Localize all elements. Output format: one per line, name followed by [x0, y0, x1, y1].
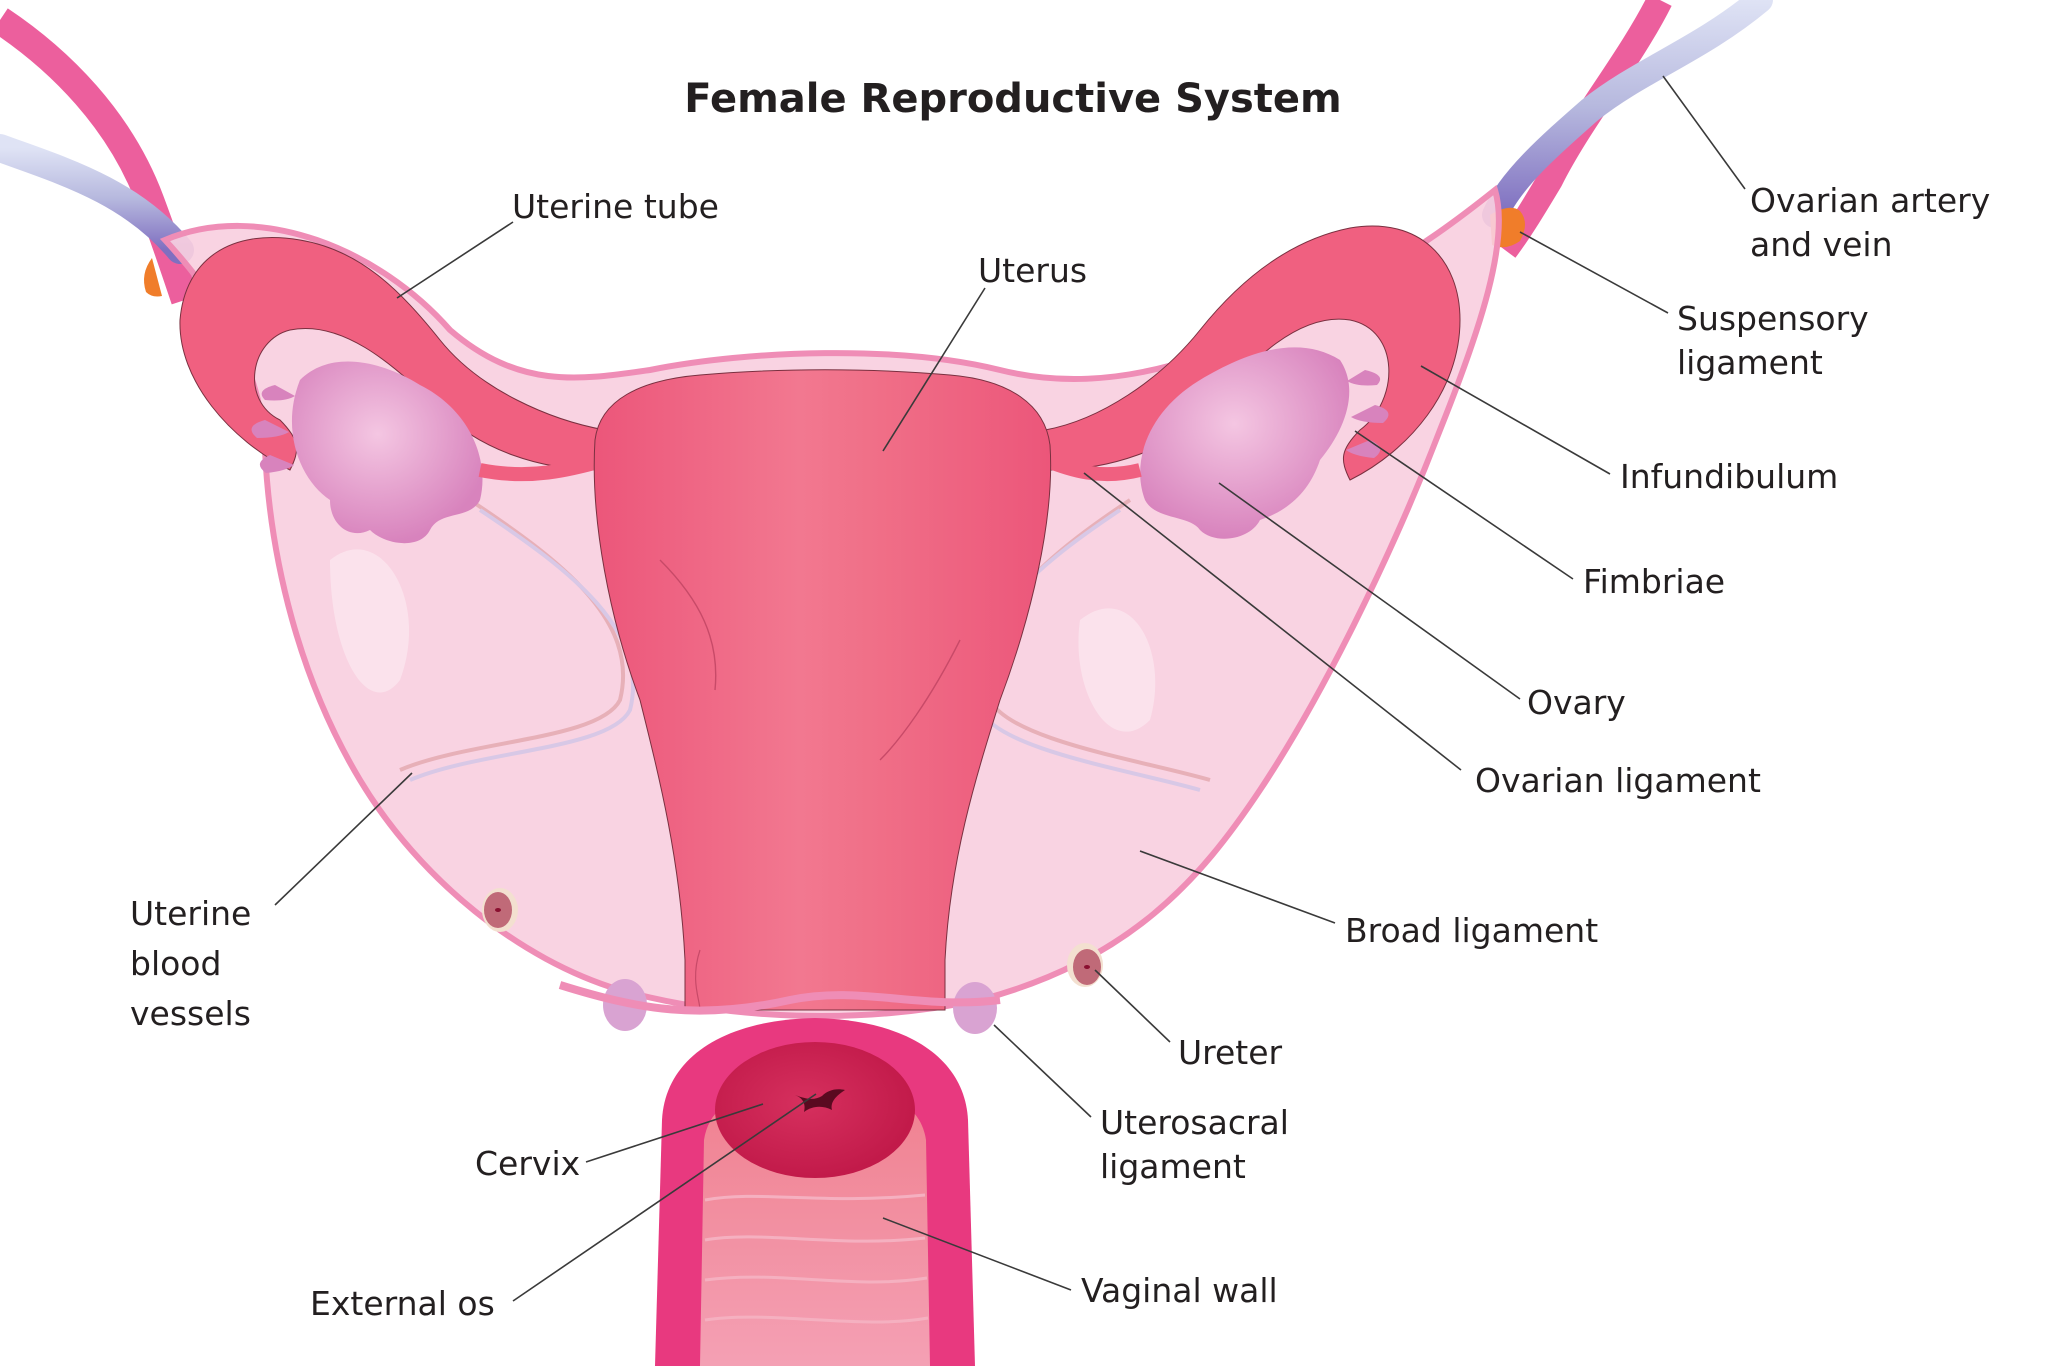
cervix: [715, 1042, 915, 1178]
label-infundibulum: Infundibulum: [1620, 457, 1838, 496]
label-suspensory-ligament: Suspensory ligament: [1677, 299, 1879, 382]
label-uterine-tube: Uterine tube: [512, 187, 719, 226]
label-ovarian-ligament: Ovarian ligament: [1475, 761, 1761, 800]
broad-ligament-edge: [558, 981, 1001, 1015]
vaginal-rugae: [704, 1193, 929, 1324]
left-ovarian-artery: [0, 8, 199, 305]
vagina: [655, 1018, 975, 1366]
label-cervix: Cervix: [475, 1144, 580, 1183]
left-ovarian-vein: [0, 134, 194, 264]
label-fimbriae: Fimbriae: [1583, 562, 1725, 601]
right-ureter: [1067, 943, 1103, 987]
left-ovarian-ligament: [478, 453, 607, 482]
label-uterus: Uterus: [978, 251, 1087, 290]
label-ovarian-artery-vein: Ovarian artery and vein: [1750, 181, 2001, 264]
left-ureter: [482, 888, 518, 932]
right-ovarian-ligament: [1042, 453, 1142, 482]
uterus-vein-line: [879, 639, 961, 761]
left-ovarian-vessels: [0, 8, 199, 305]
label-broad-ligament: Broad ligament: [1345, 911, 1598, 950]
diagram-title: Female Reproductive System: [684, 76, 1341, 122]
right-ovarian-vein: [1482, 0, 1773, 228]
label-uterine-blood-vessels: Uterine blood vessels: [130, 894, 262, 1033]
label-external-os: External os: [310, 1284, 495, 1323]
label-ovary: Ovary: [1527, 683, 1626, 722]
broad-ligament-sheen: [330, 549, 410, 693]
left-fimbriae: [251, 385, 295, 473]
label-ureter: Ureter: [1178, 1033, 1283, 1072]
external-os: [795, 1089, 845, 1112]
leader-lines: [274, 75, 1746, 1302]
right-fimbriae: [1346, 370, 1389, 458]
broad-ligament-sheen: [1078, 608, 1156, 732]
uterus-vein-line: [659, 559, 717, 691]
left-ovary: [291, 361, 483, 544]
uterus: [593, 369, 1052, 1011]
right-uterosacral-ligament: [953, 982, 997, 1034]
right-ovarian-vessels: [1482, 0, 1773, 258]
label-vaginal-wall: Vaginal wall: [1081, 1271, 1278, 1310]
left-suspensory-ligament: [144, 258, 162, 297]
right-ovary: [1140, 347, 1350, 539]
label-uterosacral-ligament: Uterosacral ligament: [1100, 1103, 1299, 1186]
